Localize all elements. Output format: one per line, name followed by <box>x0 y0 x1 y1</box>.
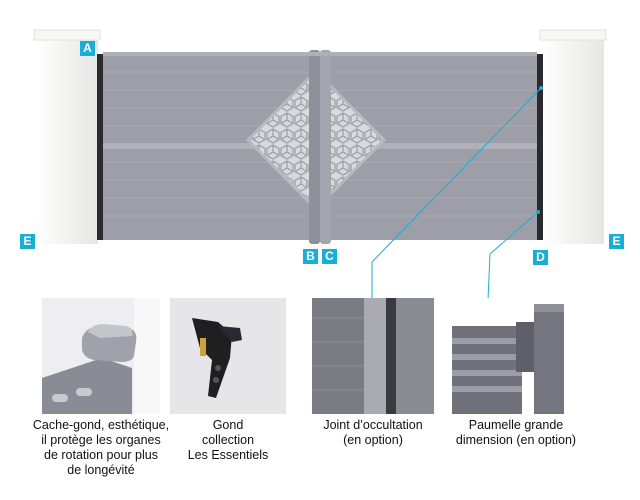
gond-photo <box>170 298 286 414</box>
badge-b: B <box>303 249 318 264</box>
gate-left-leaf <box>103 54 313 240</box>
badge-e-left: E <box>20 234 35 249</box>
cache-gond-photo <box>42 298 160 414</box>
badge-c: C <box>322 249 337 264</box>
caption-gond: Gond collection Les Essentiels <box>170 418 286 463</box>
joint-photo <box>312 298 434 414</box>
caption-line: Joint d’occultation <box>323 418 423 432</box>
paumelle-photo <box>452 298 578 414</box>
caption-line: il protège les organes <box>41 433 161 447</box>
right-post <box>539 29 607 244</box>
callout-lines <box>371 87 542 301</box>
caption-line: Cache-gond, esthétique, <box>32 418 170 432</box>
right-hinge-strip <box>537 54 543 240</box>
left-hinge-strip <box>97 54 103 240</box>
caption-line: de rotation pour plus <box>44 448 158 462</box>
caption-line: collection <box>201 433 255 447</box>
badge-a: A <box>80 41 95 56</box>
badge-d: D <box>533 250 548 265</box>
caption-line: dimension (en option) <box>455 433 577 447</box>
left-post <box>33 29 101 244</box>
caption-line: Gond <box>212 418 244 432</box>
caption-line: Les Essentiels <box>187 448 269 462</box>
caption-cache-gond: Cache-gond, esthétique, il protège les o… <box>22 418 180 478</box>
central-stiles <box>309 50 331 244</box>
caption-paumelle: Paumelle grande dimension (en option) <box>444 418 588 448</box>
caption-line: Paumelle grande <box>468 418 564 432</box>
gate-top-rail <box>103 52 537 56</box>
caption-line: (en option) <box>343 433 403 447</box>
gate-right-leaf <box>319 54 537 240</box>
caption-line: de longévité <box>67 463 135 477</box>
badge-e-right: E <box>609 234 624 249</box>
caption-joint: Joint d’occultation (en option) <box>306 418 440 448</box>
